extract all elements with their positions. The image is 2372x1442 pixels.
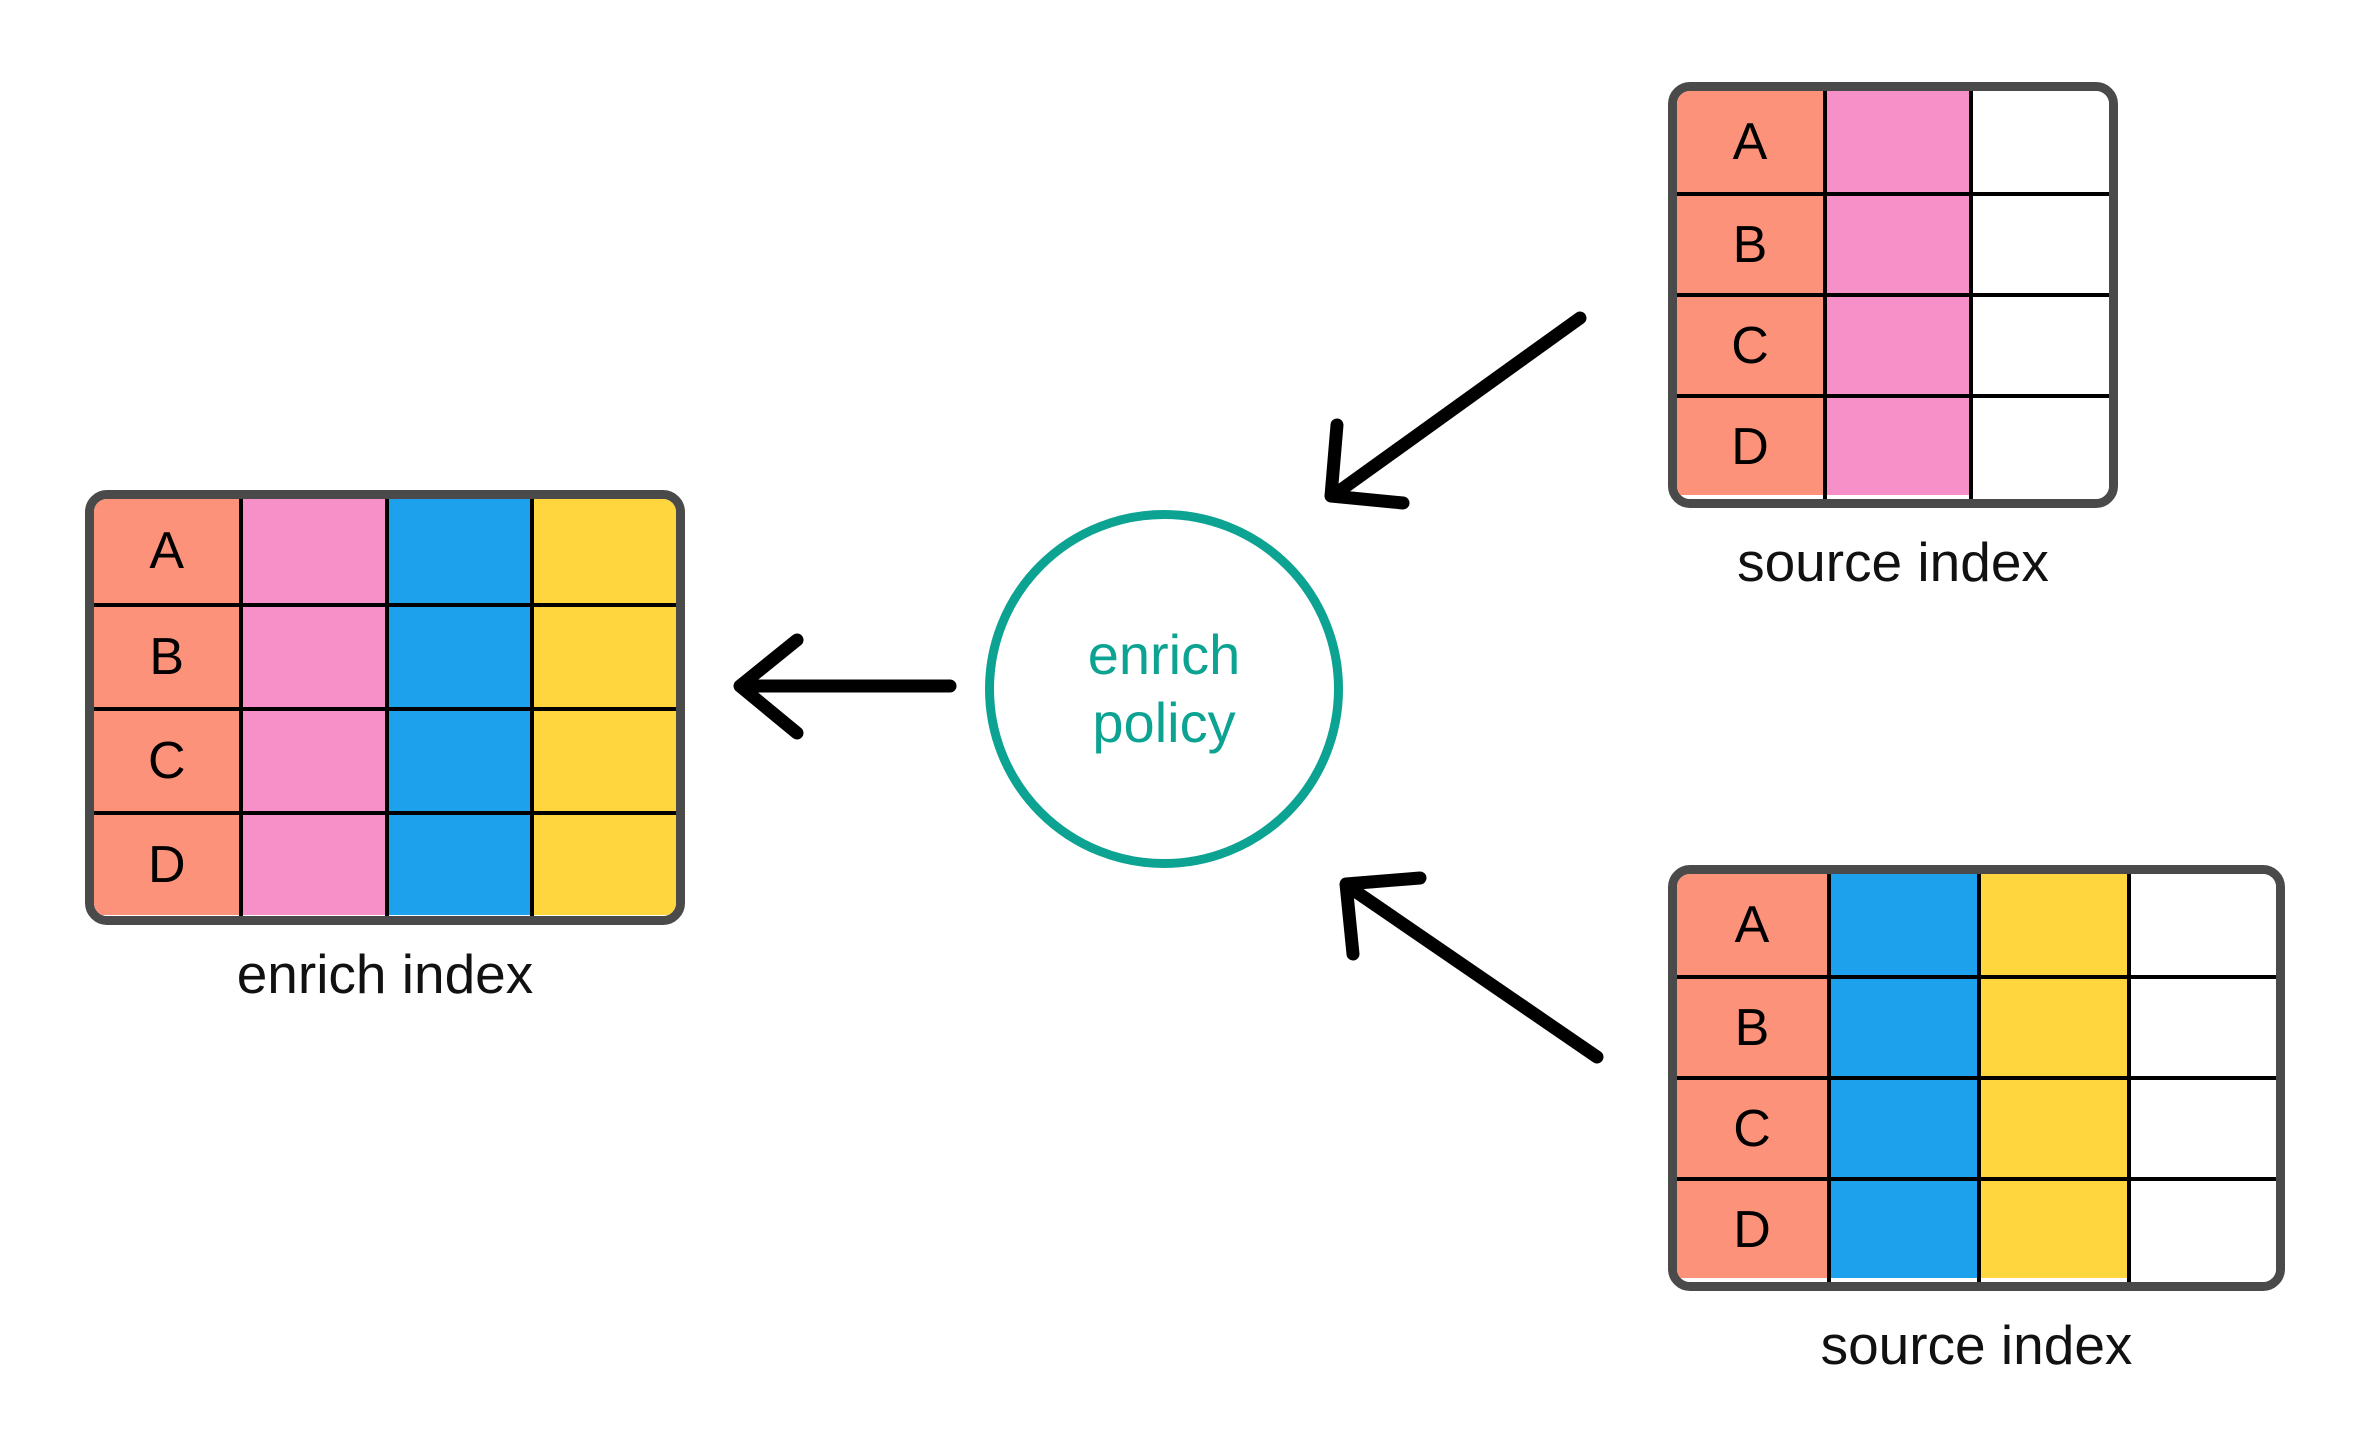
table-cell — [1831, 874, 1977, 975]
table-cell — [243, 499, 385, 603]
source-index-bottom-column-key: A B C D — [1677, 874, 1827, 1282]
source-index-top-column-pink — [1823, 91, 1969, 499]
table-cell: B — [94, 603, 240, 707]
source-index-bottom-block: A B C D — [1668, 865, 2285, 1376]
table-cell — [388, 811, 531, 915]
table-cell — [243, 707, 385, 811]
table-cell — [1973, 394, 2109, 495]
table-cell — [1981, 975, 2127, 1076]
enrich-index-label: enrich index — [236, 943, 534, 1005]
table-cell — [243, 603, 385, 707]
table-cell: B — [1677, 192, 1823, 293]
source-index-top-table: A B C D — [1668, 82, 2118, 508]
table-cell: C — [1677, 293, 1823, 394]
source-index-top-block: A B C D source index — [1668, 82, 2118, 593]
enrich-policy-node: enrich policy — [985, 510, 1343, 868]
table-cell: D — [94, 811, 240, 915]
table-cell — [1981, 1177, 2127, 1278]
table-cell — [2131, 1076, 2276, 1177]
table-cell — [1827, 394, 1969, 495]
table-cell — [1831, 975, 1977, 1076]
table-cell: D — [1677, 1177, 1827, 1278]
enrich-policy-label: enrich policy — [1087, 622, 1241, 754]
source-index-bottom-column-empty — [2127, 874, 2276, 1282]
enrich-index-table: A B C D — [85, 490, 685, 925]
enrich-index-block: A B C D — [85, 490, 685, 1005]
table-cell: A — [94, 499, 240, 603]
table-cell — [1973, 91, 2109, 192]
enrich-index-column-key: A B C D — [94, 499, 240, 916]
table-cell — [1831, 1177, 1977, 1278]
table-cell — [1827, 91, 1969, 192]
table-cell: B — [1677, 975, 1827, 1076]
source-index-bottom-column-blue — [1827, 874, 1977, 1282]
table-cell — [2131, 975, 2276, 1076]
table-cell: C — [94, 707, 240, 811]
table-cell — [534, 603, 676, 707]
enrich-index-column-pink — [239, 499, 385, 916]
table-cell — [534, 707, 676, 811]
table-cell — [2131, 874, 2276, 975]
table-cell — [534, 811, 676, 915]
source-index-bottom-label: source index — [1820, 1314, 2133, 1376]
source-index-top-column-key: A B C D — [1677, 91, 1823, 499]
table-cell — [1831, 1076, 1977, 1177]
table-cell — [1827, 293, 1969, 394]
table-cell — [388, 603, 531, 707]
source-index-bottom-table: A B C D — [1668, 865, 2285, 1291]
table-cell — [388, 707, 531, 811]
table-cell — [1827, 192, 1969, 293]
source-index-top-label: source index — [1737, 531, 2049, 593]
table-cell: A — [1677, 91, 1823, 192]
table-cell: A — [1677, 874, 1827, 975]
source-index-top-column-empty — [1969, 91, 2109, 499]
table-cell — [1981, 874, 2127, 975]
enrich-index-column-blue — [384, 499, 531, 916]
table-cell: D — [1677, 394, 1823, 495]
table-cell — [388, 499, 531, 603]
table-cell — [1973, 293, 2109, 394]
table-cell — [534, 499, 676, 603]
enrich-index-column-yellow — [530, 499, 676, 916]
table-cell — [2131, 1177, 2276, 1278]
table-cell: C — [1677, 1076, 1827, 1177]
source-index-bottom-column-yellow — [1977, 874, 2127, 1282]
table-cell — [243, 811, 385, 915]
table-cell — [1973, 192, 2109, 293]
table-cell — [1981, 1076, 2127, 1177]
